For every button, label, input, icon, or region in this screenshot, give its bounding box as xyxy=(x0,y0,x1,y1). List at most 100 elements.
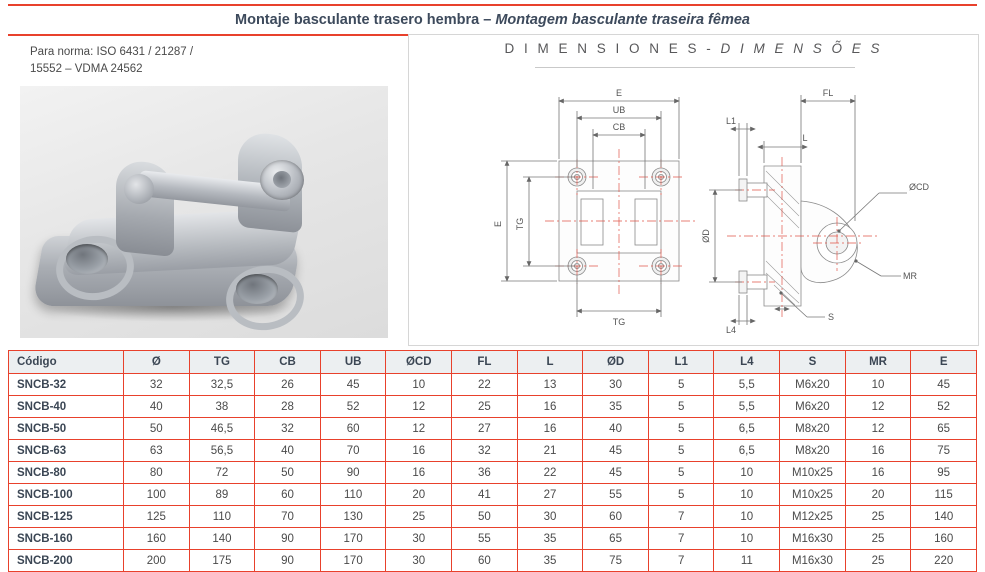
table-head: Código Ø TG CB UB ØCD FL L ØD L1 L4 S MR… xyxy=(8,350,977,374)
svg-text:E: E xyxy=(493,221,503,227)
table-cell: 25 xyxy=(451,395,518,418)
table-cell: 25 xyxy=(844,527,912,550)
datasheet-page: Montaje basculante trasero hembra – Mont… xyxy=(8,4,979,572)
table-cell: M6x20 xyxy=(779,395,846,418)
table-cell: 110 xyxy=(319,483,387,506)
table-header-row: Código Ø TG CB UB ØCD FL L ØD L1 L4 S MR… xyxy=(8,350,977,374)
table-cell: 65 xyxy=(910,417,977,440)
table-cell: M8x20 xyxy=(779,439,846,462)
table-cell: 30 xyxy=(385,549,453,572)
table-cell: 27 xyxy=(451,417,518,440)
dimensions-pane: D I M E N S I O N E S - D I M E N S Õ E … xyxy=(408,34,979,346)
table-cell: 5 xyxy=(647,373,715,396)
svg-text:FL: FL xyxy=(823,88,834,98)
col-codigo: Código xyxy=(8,350,124,374)
table-cell: 6,5 xyxy=(713,417,781,440)
table-cell: 25 xyxy=(844,505,912,528)
table-cell: 40 xyxy=(254,439,321,462)
col-cb: CB xyxy=(254,350,321,374)
table-cell: 50 xyxy=(451,505,518,528)
table-cell: 36 xyxy=(451,461,518,484)
table-cell: 140 xyxy=(188,527,256,550)
table-cell: 10 xyxy=(385,373,453,396)
table-cell: 32,5 xyxy=(188,373,256,396)
table-cell-code: SNCB-40 xyxy=(8,395,124,418)
table-cell: 170 xyxy=(319,527,387,550)
col-l1: L1 xyxy=(647,350,715,374)
table-cell-code: SNCB-63 xyxy=(8,439,124,462)
table-cell: 16 xyxy=(844,439,912,462)
table-cell: 16 xyxy=(385,461,453,484)
table-cell: 70 xyxy=(254,505,321,528)
table-cell: 95 xyxy=(910,461,977,484)
technical-drawing: E UB CB E TG xyxy=(493,88,930,335)
table-cell-code: SNCB-100 xyxy=(8,483,124,506)
table-cell: 26 xyxy=(254,373,321,396)
table-cell: M10x25 xyxy=(779,483,846,506)
table-cell: 75 xyxy=(910,439,977,462)
table-cell: 110 xyxy=(188,505,256,528)
table-cell: 16 xyxy=(516,395,584,418)
table-cell: 60 xyxy=(319,417,387,440)
content-area: Para norma: ISO 6431 / 21287 / 15552 – V… xyxy=(8,34,979,346)
table-cell: M6x20 xyxy=(779,373,846,396)
table-cell: 46,5 xyxy=(188,417,256,440)
table-cell: 200 xyxy=(123,549,190,572)
table-cell: 41 xyxy=(451,483,518,506)
standard-note-line2: 15552 – VDMA 24562 xyxy=(30,62,143,75)
col-diameter: Ø xyxy=(123,350,190,374)
table-cell: 25 xyxy=(385,505,453,528)
table-cell: 38 xyxy=(188,395,256,418)
table-cell: M16x30 xyxy=(779,527,846,550)
page-title-bar: Montaje basculante trasero hembra – Mont… xyxy=(8,4,977,36)
table-cell: 7 xyxy=(647,527,715,550)
col-mr: MR xyxy=(844,350,912,374)
col-l4: L4 xyxy=(713,350,781,374)
table-cell: 32 xyxy=(254,417,321,440)
page-title-pt: Montagem basculante traseira fêmea xyxy=(495,12,750,28)
page-title-separator: – xyxy=(479,12,496,28)
svg-text:L4: L4 xyxy=(726,325,736,335)
table-cell: 10 xyxy=(713,483,781,506)
table-cell: M10x25 xyxy=(779,461,846,484)
table-cell: 5 xyxy=(647,395,715,418)
col-tg: TG xyxy=(188,350,256,374)
table-cell: 10 xyxy=(713,527,781,550)
table-cell: 45 xyxy=(319,373,387,396)
table-cell: 22 xyxy=(516,461,584,484)
svg-text:E: E xyxy=(616,88,622,98)
dimensions-title-separator: - xyxy=(699,41,721,56)
table-cell: 50 xyxy=(254,461,321,484)
table-cell: M12x25 xyxy=(779,505,846,528)
table-cell: M16x30 xyxy=(779,549,846,572)
table-cell: 12 xyxy=(385,417,453,440)
table-cell: 5,5 xyxy=(713,395,781,418)
table-cell: 60 xyxy=(582,505,649,528)
table-cell: 35 xyxy=(516,549,584,572)
table-cell: 45 xyxy=(582,461,649,484)
svg-text:L: L xyxy=(802,133,807,143)
table-cell: 16 xyxy=(844,461,912,484)
table-cell: 45 xyxy=(582,439,649,462)
dimension-table-wrapper: Código Ø TG CB UB ØCD FL L ØD L1 L4 S MR… xyxy=(8,350,977,572)
table-cell: 5,5 xyxy=(713,373,781,396)
table-cell: 32 xyxy=(451,439,518,462)
bracket-hole-right xyxy=(236,274,278,304)
table-cell-code: SNCB-80 xyxy=(8,461,124,484)
table-cell-code: SNCB-125 xyxy=(8,505,124,528)
table-cell: 60 xyxy=(451,549,518,572)
dimensions-title-underline xyxy=(535,67,855,68)
table-cell: 6,5 xyxy=(713,439,781,462)
table-cell: 40 xyxy=(123,395,190,418)
table-cell-code: SNCB-160 xyxy=(8,527,124,550)
table-cell: 70 xyxy=(319,439,387,462)
table-cell: 16 xyxy=(385,439,453,462)
table-cell: 5 xyxy=(647,439,715,462)
bracket-pin-head-right xyxy=(260,160,304,200)
